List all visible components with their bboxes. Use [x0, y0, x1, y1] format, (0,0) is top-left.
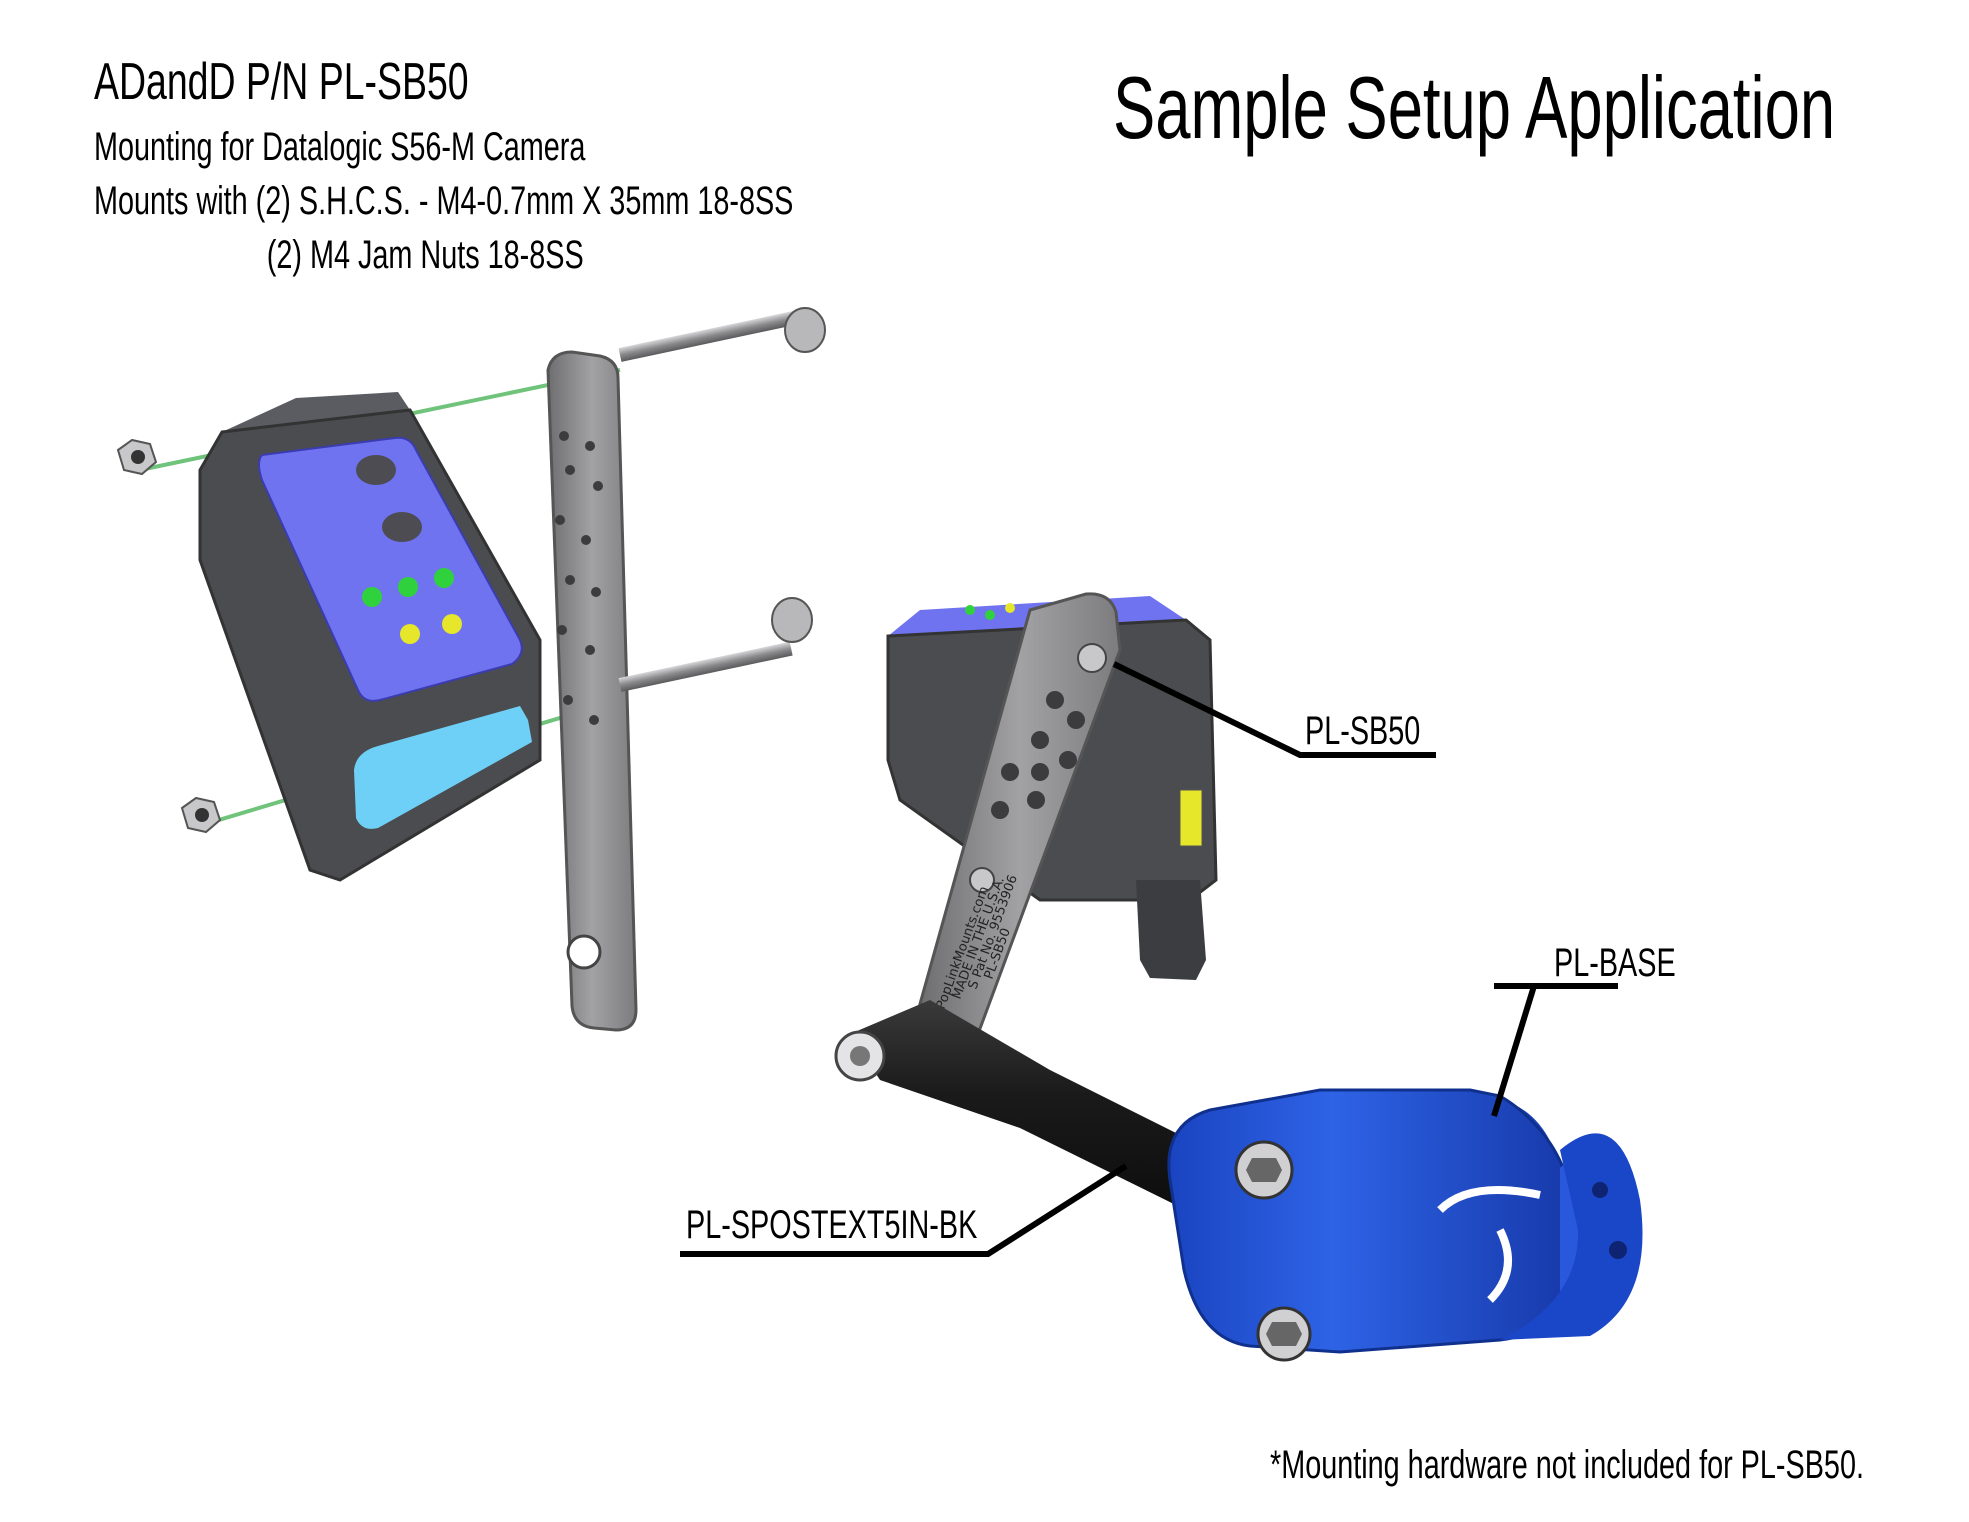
nut-icon — [116, 438, 158, 476]
header-block: ADandD P/N PL-SB50 Mounting for Datalogi… — [94, 52, 793, 282]
callout-base: PL-BASE — [1554, 941, 1676, 985]
description: Mounting for Datalogic S56-M Camera — [94, 125, 586, 169]
bracket-icon — [546, 350, 638, 1032]
callout-leaders — [680, 661, 1618, 1257]
hardware-line-2: (2) M4 Jam Nuts 18-8SS — [266, 233, 584, 277]
post-icon — [834, 1000, 1210, 1212]
camera-icon — [198, 392, 542, 882]
bracket-icon: PopLinkMounts.com MADE IN THE U.S.A. S P… — [918, 592, 1122, 1037]
leader-base-diag — [1491, 985, 1537, 1117]
footnote: *Mounting hardware not included for PL-S… — [1270, 1443, 1864, 1487]
nut-icon — [180, 796, 222, 834]
screw-icon — [618, 307, 826, 362]
leader-bracket — [1112, 661, 1436, 758]
leader-post — [680, 1163, 1128, 1257]
callout-post: PL-SPOSTEXT5IN-BK — [686, 1203, 978, 1247]
callout-bracket: PL-SB50 — [1305, 709, 1421, 753]
page-title: Sample Setup Application — [1113, 58, 1836, 157]
base-icon — [1167, 1088, 1643, 1362]
screw-icon — [618, 597, 813, 692]
part-number: ADandD P/N PL-SB50 — [94, 53, 469, 111]
hardware-line-1: Mounts with (2) S.H.C.S. - M4-0.7mm X 35… — [94, 179, 794, 223]
